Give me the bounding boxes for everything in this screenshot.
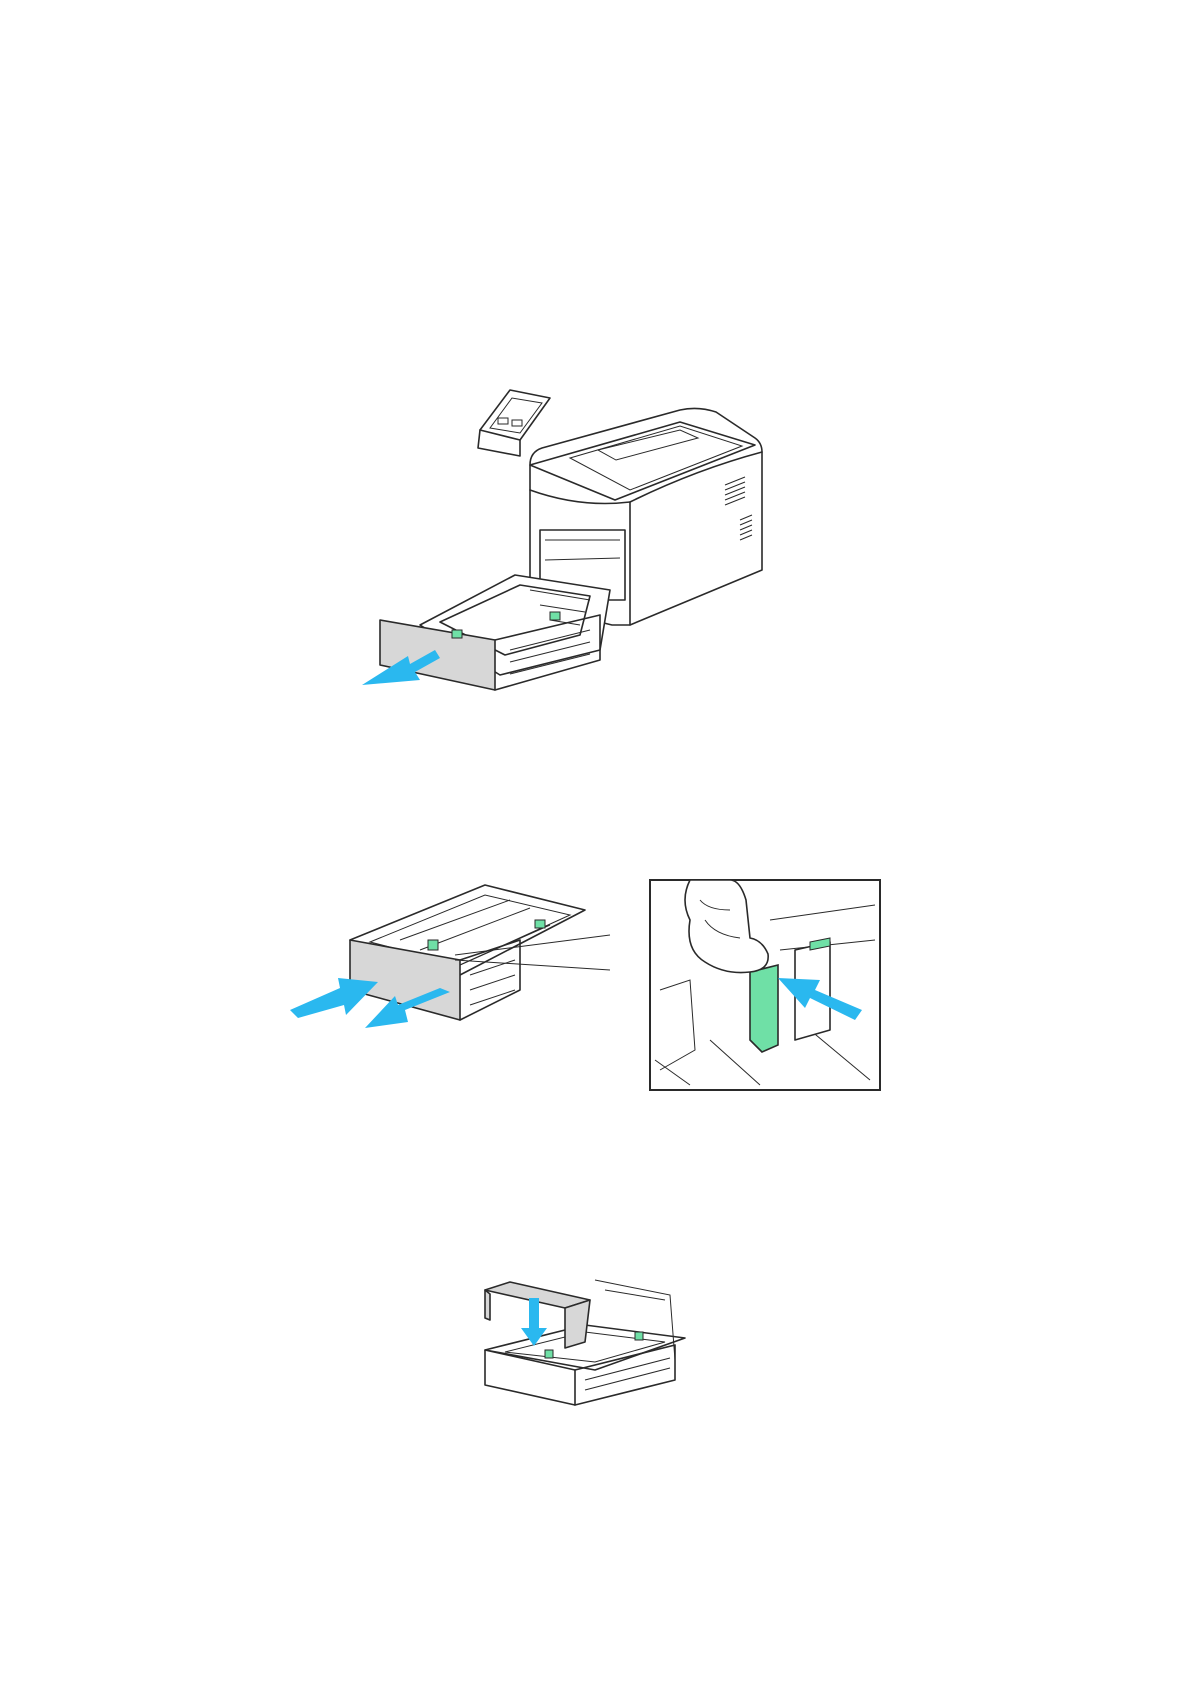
tray-guide-illustration bbox=[310, 880, 880, 1125]
guide-detail-inset bbox=[650, 880, 880, 1090]
arrow-push-in-icon bbox=[290, 978, 378, 1018]
green-guide-latch bbox=[750, 965, 778, 1052]
tray-guide-icon bbox=[428, 940, 438, 950]
tray-cover-illustration bbox=[485, 1270, 710, 1410]
tray-guide-icon bbox=[535, 920, 545, 928]
printer-tray-illustration bbox=[380, 390, 820, 750]
tray-guide-icon bbox=[550, 612, 560, 620]
tray-guide-icon bbox=[452, 630, 462, 638]
tray-guide-icon bbox=[545, 1350, 553, 1358]
tray-guide-icon bbox=[635, 1332, 643, 1340]
control-panel-icon bbox=[478, 390, 550, 456]
paper-tray-empty bbox=[350, 885, 585, 1020]
